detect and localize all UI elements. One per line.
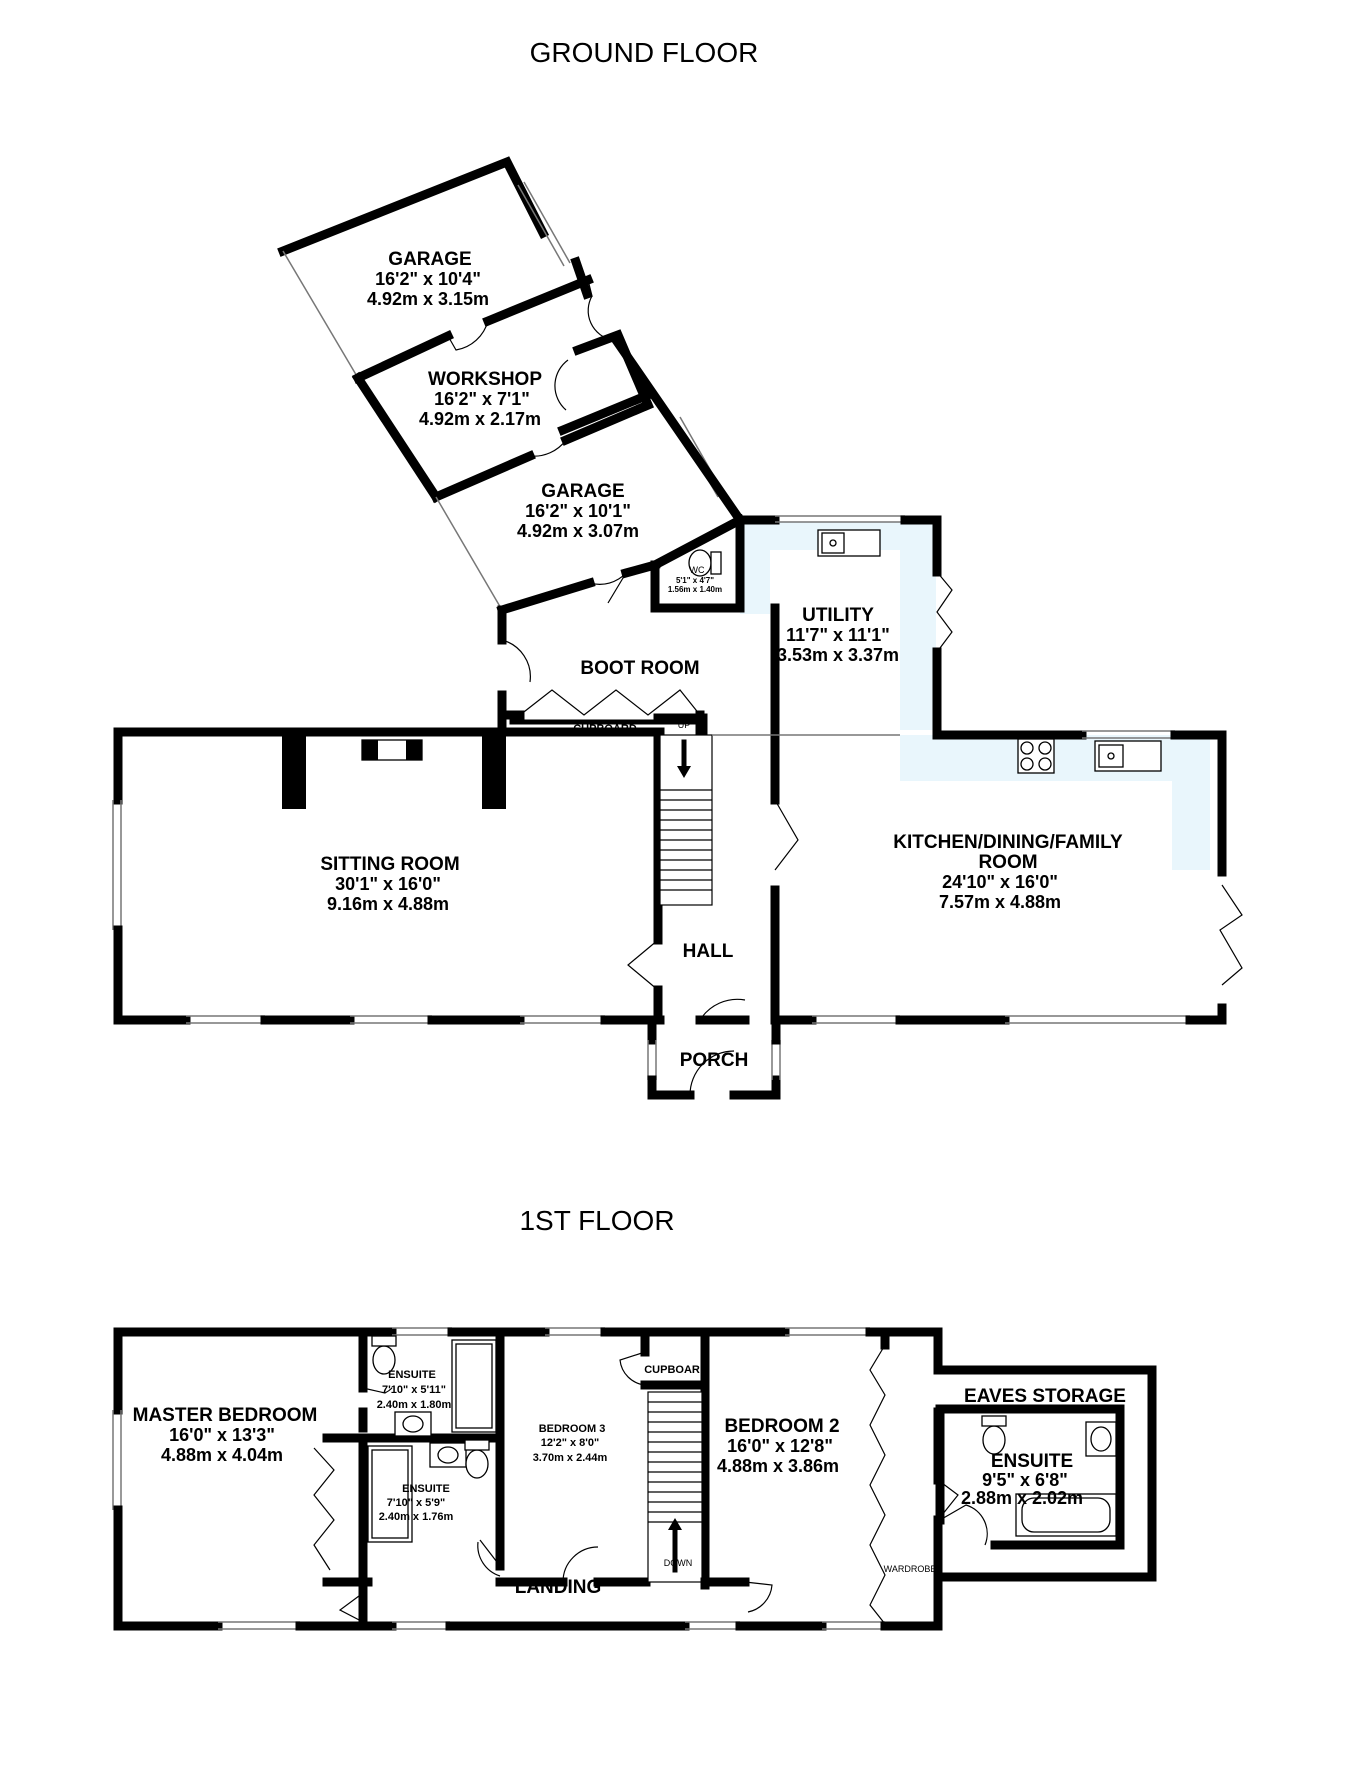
hall-walls [627, 713, 900, 1025]
kitchen-metric: 7.57m x 4.88m [939, 892, 1061, 912]
bedroom-3-metric: 3.70m x 2.44m [533, 1452, 608, 1464]
ensuite-1-imperial: 7'10" x 5'11" [382, 1384, 446, 1396]
utility-imperial: 11'7" x 11'1" [786, 625, 890, 645]
ensuite-3-imperial: 9'5" x 6'8" [982, 1470, 1068, 1490]
eaves-storage-name: EAVES STORAGE [964, 1386, 1126, 1407]
cupboard-first-name: CUPBOARD [644, 1364, 708, 1376]
utility-name: UTILITY [802, 605, 874, 626]
garage-bottom-metric: 4.92m x 3.07m [517, 521, 639, 541]
first-floor-title: 1ST FLOOR [519, 1205, 674, 1236]
ensuite-2-metric: 2.40m x 1.76m [379, 1511, 454, 1523]
ensuite-2-imperial: 7'10" x 5'9" [387, 1497, 445, 1509]
first-floor-walls [112, 1327, 1157, 1631]
workshop-name: WORKSHOP [428, 369, 542, 390]
sitting-room-imperial: 30'1" x 16'0" [335, 874, 441, 894]
landing-name: LANDING [515, 1577, 602, 1598]
utility-walls [735, 515, 953, 805]
kitchen-imperial: 24'10" x 16'0" [942, 872, 1058, 892]
sitting-room-name: SITTING ROOM [320, 854, 459, 875]
kitchen-worktops [740, 522, 1210, 870]
garage-top-name: GARAGE [388, 249, 471, 270]
wardrobe-label: WARDROBE [884, 1564, 937, 1574]
ensuite-3-metric: 2.88m x 2.02m [961, 1488, 1083, 1508]
garage-bottom-imperial: 16'2" x 10'1" [525, 501, 631, 521]
bedroom-2-name: BEDROOM 2 [724, 1416, 839, 1437]
utility-metric: 3.53m x 3.37m [777, 645, 899, 665]
workshop-imperial: 16'2" x 7'1" [434, 389, 530, 409]
master-bedroom-metric: 4.88m x 4.04m [161, 1445, 283, 1465]
bedroom-2-imperial: 16'0" x 12'8" [727, 1436, 833, 1456]
stairs-up-label: UP [678, 720, 691, 730]
ensuite-2-name: ENSUITE [402, 1483, 450, 1495]
master-bedroom-imperial: 16'0" x 13'3" [169, 1425, 275, 1445]
bedroom-2-metric: 4.88m x 3.86m [717, 1456, 839, 1476]
workshop-metric: 4.92m x 2.17m [419, 409, 541, 429]
bedroom-3-imperial: 12'2" x 8'0" [541, 1437, 599, 1449]
ground-floor-title: GROUND FLOOR [530, 37, 759, 68]
bedroom-3-name: BEDROOM 3 [539, 1423, 606, 1435]
porch-walls [647, 998, 781, 1100]
wc-imperial: 5'1" x 4'7" [676, 576, 714, 585]
wc-metric: 1.56m x 1.40m [668, 585, 722, 594]
kitchen-name-line2: ROOM [978, 852, 1037, 873]
garage-top-metric: 4.92m x 3.15m [367, 289, 489, 309]
ensuite-1-name: ENSUITE [388, 1369, 436, 1381]
garage-top-imperial: 16'2" x 10'4" [375, 269, 481, 289]
porch-name: PORCH [680, 1050, 749, 1071]
master-bedroom-name: MASTER BEDROOM [133, 1405, 318, 1426]
kitchen-name-line1: KITCHEN/DINING/FAMILY [893, 832, 1123, 853]
sitting-room-metric: 9.16m x 4.88m [327, 894, 449, 914]
garage-bottom-name: GARAGE [541, 481, 624, 502]
ensuite-1-metric: 2.40m x 1.80m [377, 1399, 452, 1411]
garage-block [277, 156, 747, 616]
stairs-down-label: DOWN [664, 1558, 693, 1568]
boot-room-name: BOOT ROOM [580, 658, 699, 679]
wc-name: WC [690, 565, 705, 575]
kitchen-walls [770, 730, 1243, 1025]
cupboard-name: CUPBOARD [573, 723, 637, 735]
hall-name: HALL [683, 941, 734, 962]
ensuite-3-name: ENSUITE [991, 1451, 1073, 1472]
